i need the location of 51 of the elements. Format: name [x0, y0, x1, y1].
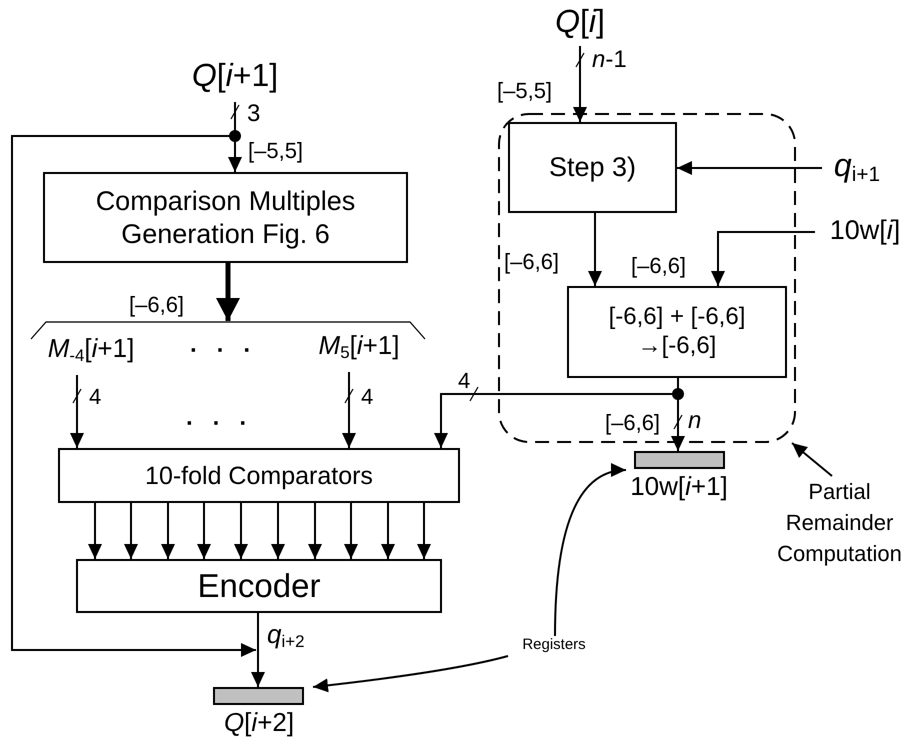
signal-label: M$_{-4}$[i+1]: [32, 333, 150, 375]
signal-label: Registers: [508, 636, 600, 656]
signal-arrow: [161, 503, 175, 559]
signal-label: M$_{5}$[i+1]: [300, 330, 418, 372]
signal-arrow: [308, 503, 322, 559]
signal-label: Q[i]: [540, 2, 620, 46]
bus-width-label: 3: [247, 100, 260, 128]
signal-arrow: [588, 213, 602, 286]
process-box: [76, 559, 442, 613]
signal-arrow: [381, 503, 395, 559]
signal-arrow: [417, 503, 431, 559]
box-label: Comparison Multiples Generation Fig. 6: [94, 185, 356, 250]
leader-arrow: [554, 464, 626, 636]
process-box: [567, 286, 787, 378]
box-label: Encoder: [198, 566, 320, 606]
signal-arrow: [197, 503, 211, 559]
bus-width-label: 4: [458, 368, 470, 394]
ellipsis-mark: · · ·: [190, 337, 258, 365]
signal-arrow: [234, 503, 248, 559]
register-label: Q[i+2]: [222, 707, 296, 738]
box-label: Step 3): [548, 151, 636, 184]
leader-arrow: [791, 442, 833, 477]
bus-width-label: 4: [361, 384, 374, 410]
signal-arrow: [88, 503, 102, 559]
signal-arrow: [711, 231, 815, 286]
signal-arrow: [251, 613, 265, 687]
ellipsis-mark: · · ·: [186, 410, 254, 438]
signal-arrow: [70, 375, 84, 448]
bus-width-label: n-1: [592, 46, 627, 74]
signal-label: 10w[i]: [815, 214, 915, 252]
signal-arrow: [124, 503, 138, 559]
box-label: [-6,6] + [-6,6] →[-6,6]: [608, 303, 746, 361]
signal-label: Partial Remainder Computation: [760, 476, 919, 576]
signal-arrow: [344, 503, 358, 559]
signal-arrow: [11, 102, 256, 657]
signal-label: q$_{i+1}$: [822, 146, 892, 192]
process-box: [43, 172, 408, 263]
register-label: 10w[i+1]: [629, 471, 729, 502]
bus-width-label: 4: [89, 384, 102, 410]
process-box: [508, 122, 677, 213]
signal-arrow: [573, 46, 587, 122]
leader-arrow: [312, 655, 508, 692]
signal-arrow: [677, 161, 822, 175]
bus-width-label: n: [688, 407, 702, 435]
signal-arrow: [271, 503, 285, 559]
signal-label: Q[i+1]: [180, 56, 290, 102]
signal-arrow: [216, 263, 240, 321]
box-label: 10-fold Comparators: [145, 460, 373, 490]
process-box: [58, 448, 460, 503]
edge-label: q$_{i+2}$: [266, 620, 306, 652]
signal-arrow: [342, 372, 356, 448]
